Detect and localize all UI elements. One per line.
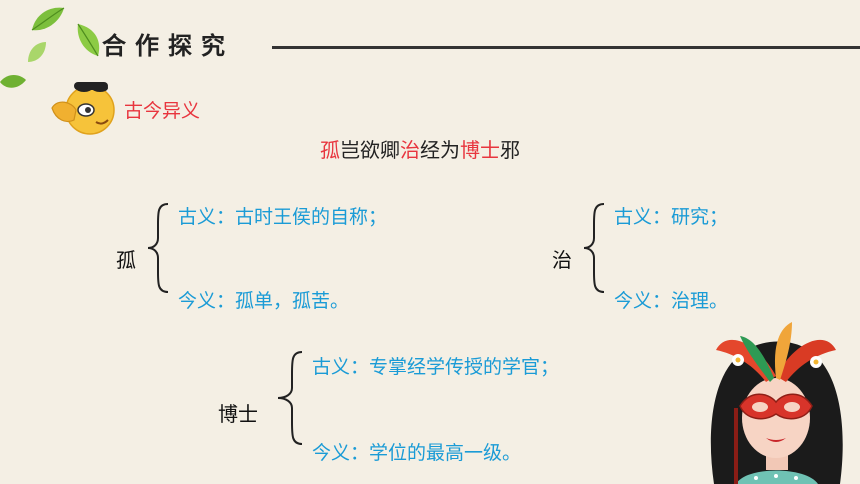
ancient-meaning: 古义：专掌经学传授的学官； [312,356,560,378]
modern-meaning: 今义：治理。 [614,290,729,312]
term-boshi: 博士 [218,402,258,426]
ancient-meaning: 古义：研究； [614,206,729,228]
section-label: 古今异义 [124,100,201,122]
left-brace [583,203,605,293]
example-sentence: 孤岂欲卿治经为博士邪 [320,134,520,163]
sentence-text: 经为 [420,138,460,162]
modern-meaning: 今义：学位的最高一级。 [312,442,522,464]
sentence-text: 邪 [500,138,520,162]
sentence-keyword: 治 [400,138,420,162]
leaf-icon [77,23,100,57]
term-zhi: 治 [552,248,572,272]
modern-meaning: 今义：孤单，孤苦。 [178,290,350,312]
leaf-icon [31,7,65,31]
left-brace [277,351,303,445]
title-underline [272,46,860,49]
term-gu: 孤 [116,248,136,272]
left-brace [147,203,169,293]
sentence-keyword: 孤 [320,138,340,162]
emoji-sunglasses-icon [51,82,115,135]
leaf-icon [0,75,26,88]
leaf-icon [28,42,46,62]
sentence-keyword: 博士 [460,138,500,162]
ancient-meaning: 古义：古时王侯的自称； [178,206,388,228]
sentence-text: 岂欲卿 [340,138,400,162]
page-title: 合作探究 [102,31,234,60]
masked-woman-illustration [710,322,843,484]
